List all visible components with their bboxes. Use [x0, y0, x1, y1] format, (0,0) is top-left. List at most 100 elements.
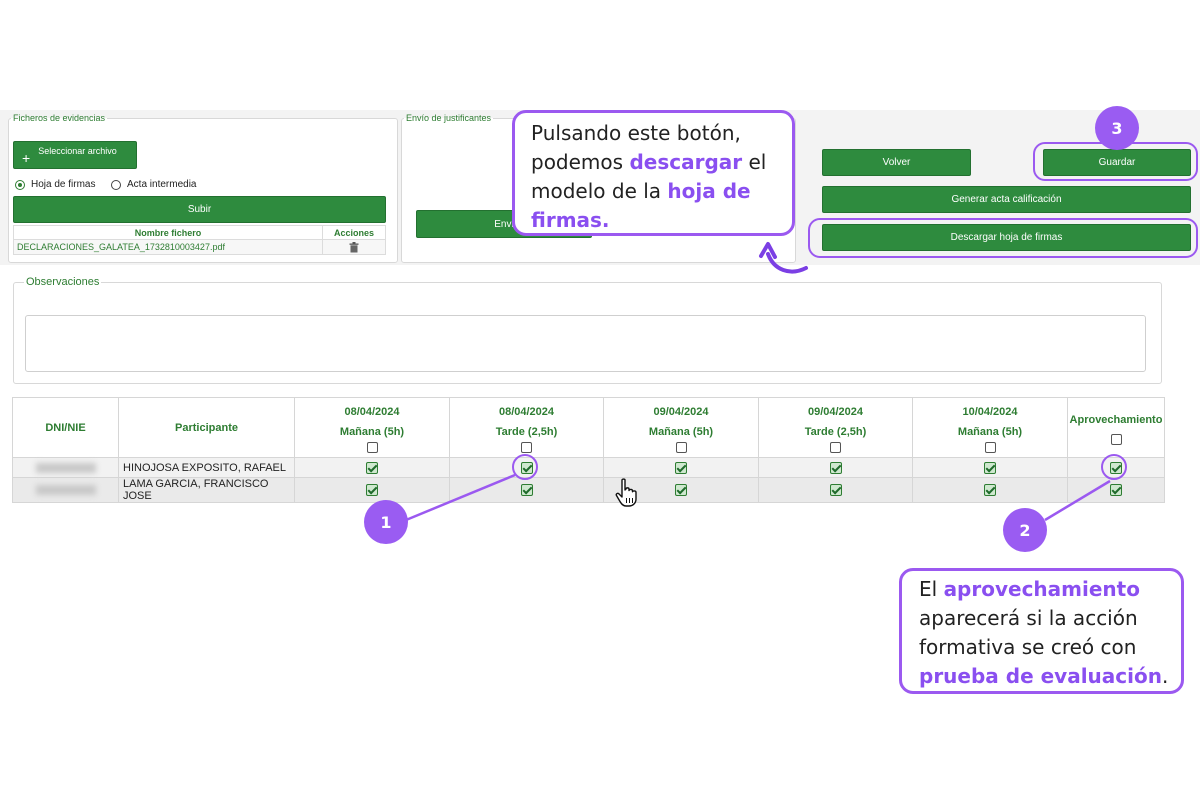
callout-text: modelo de la: [531, 179, 668, 203]
file-name-link[interactable]: DECLARACIONES_GALATEA_1732810003427.pdf: [13, 239, 323, 255]
select-all-checkbox[interactable]: [675, 442, 687, 454]
attendance-checkbox[interactable]: [984, 461, 996, 474]
volver-button[interactable]: Volver: [822, 149, 971, 176]
file-row: DECLARACIONES_GALATEA_1732810003427.pdf: [13, 239, 386, 255]
session-period: Mañana (5h): [339, 425, 405, 438]
marker-3: 3: [1095, 106, 1139, 150]
aprovechamiento-highlight-ring: [1101, 454, 1127, 480]
marker-2: 2: [1003, 508, 1047, 552]
plus-icon: +: [22, 150, 31, 166]
radio-unselected-icon: [111, 179, 121, 190]
participant-name: HINOJOSA EXPOSITO, RAFAEL: [118, 457, 295, 478]
callout-text: el: [742, 150, 767, 174]
callout-line: modelo de la hoja de: [531, 177, 792, 206]
generar-acta-button[interactable]: Generar acta calificación: [822, 186, 1191, 213]
radio-hoja-firmas-label: Hoja de firmas: [31, 179, 96, 190]
callout-line: El aprovechamiento: [919, 575, 1181, 604]
select-all-checkbox[interactable]: [1110, 434, 1122, 445]
attendance-cell: [449, 477, 604, 503]
callout-text: .: [1161, 664, 1169, 688]
redacted-dni: [35, 462, 96, 473]
attendance-cell: [912, 477, 1068, 503]
session-date: 10/04/2024: [962, 405, 1018, 418]
select-all-checkbox[interactable]: [521, 442, 532, 454]
callout-text: Pulsando este botón,: [531, 121, 741, 145]
files-table: Nombre fichero Acciones DECLARACIONES_GA…: [13, 225, 386, 255]
callout-highlight: aprovechamiento: [943, 577, 1140, 601]
callout-line: formativa se creó con: [919, 633, 1181, 662]
session-date: 08/04/2024: [344, 405, 400, 418]
aprovechamiento-cell: [1067, 477, 1165, 503]
callout-highlight: prueba de evaluación: [919, 664, 1162, 688]
attendance-checkbox[interactable]: [984, 484, 996, 497]
select-all-checkbox[interactable]: [984, 442, 996, 454]
attendance-checkbox[interactable]: [366, 484, 378, 497]
session-period: Tarde (2,5h): [495, 425, 558, 438]
radio-acta-intermedia-label: Acta intermedia: [127, 179, 197, 190]
dni-header: DNI/NIE: [12, 397, 119, 458]
attendance-cell: [758, 477, 913, 503]
observaciones-textarea[interactable]: [25, 315, 1146, 372]
attendance-cell: [294, 477, 450, 503]
select-file-label: Seleccionar archivo: [38, 146, 117, 156]
callout-line: Pulsando este botón,: [531, 119, 792, 148]
dni-cell: [12, 457, 119, 478]
callout-line: aparecerá si la acción: [919, 604, 1181, 633]
radio-selected-icon: [15, 179, 25, 190]
attendance-checkbox[interactable]: [366, 461, 378, 474]
session-period: Tarde (2,5h): [804, 425, 867, 438]
participant-name: LAMA GARCIA, FRANCISCO JOSE: [118, 477, 295, 503]
callout-text: aparecerá si la acción: [919, 606, 1138, 630]
session-date: 09/04/2024: [807, 405, 864, 418]
select-all-checkbox[interactable]: [830, 442, 841, 454]
callout-text: podemos: [531, 150, 630, 174]
table-row: HINOJOSA EXPOSITO, RAFAEL: [12, 457, 1165, 478]
redacted-dni: [35, 485, 96, 496]
callout-line: prueba de evaluación.: [919, 662, 1181, 691]
aprovechamiento-checkbox[interactable]: [1110, 484, 1122, 497]
attendance-checkbox[interactable]: [520, 484, 533, 497]
hand-pointer-icon: [615, 478, 637, 507]
participant-header: Participante: [118, 397, 295, 458]
descargar-hoja-button[interactable]: Descargar hoja de firmas: [822, 224, 1191, 251]
observaciones-legend: Observaciones: [26, 276, 100, 288]
aprovechamiento-header: Aprovechamiento: [1067, 397, 1165, 458]
attendance-checkbox[interactable]: [829, 461, 842, 474]
upload-button[interactable]: Subir: [13, 196, 386, 223]
callout-line: podemos descargar el: [531, 148, 792, 177]
callout-highlight: descargar: [629, 150, 743, 174]
select-file-button[interactable]: + Seleccionar archivo: [13, 141, 137, 169]
callout-highlight: hoja de: [667, 179, 751, 203]
attendance-checkbox[interactable]: [675, 461, 687, 474]
radio-acta-intermedia[interactable]: Acta intermedia: [111, 179, 196, 190]
select-all-checkbox[interactable]: [366, 442, 378, 454]
callout-text: El: [919, 577, 944, 601]
file-actions-cell: [322, 239, 386, 255]
aprovechamiento-label: Aprovechamiento: [1069, 414, 1163, 426]
radio-hoja-firmas[interactable]: Hoja de firmas: [15, 179, 95, 190]
session-date: 08/04/2024: [498, 405, 555, 418]
attendance-checkbox[interactable]: [675, 484, 687, 497]
curved-arrow-icon: [759, 242, 808, 274]
descargar-highlight: [808, 218, 1198, 258]
dni-cell: [12, 477, 119, 503]
connector-line: [405, 473, 516, 522]
marker-1: 1: [364, 500, 408, 544]
trash-icon[interactable]: [349, 241, 359, 253]
connector-line: [1044, 479, 1111, 522]
session-date: 09/04/2024: [653, 405, 709, 418]
attendance-checkbox[interactable]: [829, 484, 842, 497]
callout-aprovechamiento: El aprovechamiento aparecerá si la acció…: [899, 568, 1184, 694]
justificantes-legend: Envío de justificantes: [406, 113, 492, 123]
table-row: LAMA GARCIA, FRANCISCO JOSE: [12, 477, 1165, 503]
attendance-cell: [294, 457, 450, 478]
callout-line: firmas.: [531, 206, 792, 235]
checkbox-highlight-ring: [512, 454, 538, 480]
actions-header: Acciones: [322, 225, 386, 240]
